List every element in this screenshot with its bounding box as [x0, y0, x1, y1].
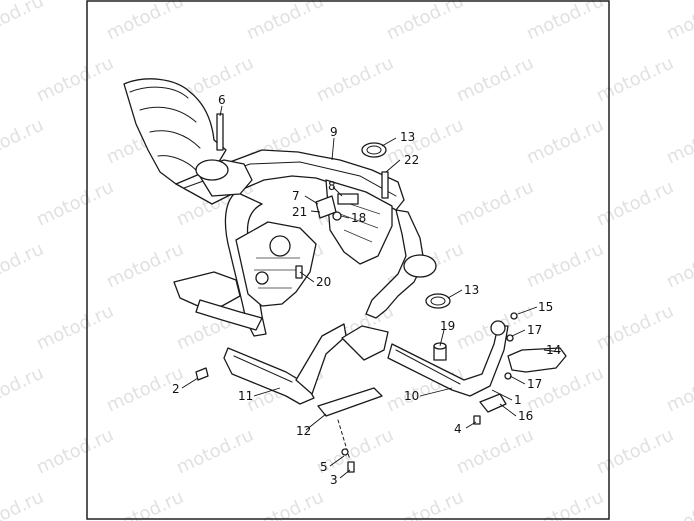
callout-13-lower: 13: [464, 283, 479, 297]
watermark-text: motod.ru: [33, 177, 117, 231]
watermark-text: motod.ru: [0, 115, 47, 169]
watermark-text: motod.ru: [33, 53, 117, 107]
watermark-text: motod.ru: [523, 0, 607, 45]
part-14-footpeg: [507, 347, 567, 373]
callout-21: 21: [292, 205, 307, 219]
bearing-boss: [269, 235, 291, 257]
steering-head: [403, 254, 437, 278]
watermark-text: motod.ru: [593, 301, 677, 355]
watermark-text: motod.ru: [453, 425, 537, 479]
watermark-text: motod.ru: [243, 0, 327, 45]
watermark-text: motod.ru: [313, 53, 397, 107]
part-10-lower-rail: [387, 325, 509, 397]
drawing-border: [86, 0, 610, 520]
watermark-text: motod.ru: [0, 487, 47, 521]
part-2-bolt: [195, 367, 209, 381]
callout-17-lower: 17: [527, 377, 542, 391]
callout-16: 16: [518, 409, 533, 423]
part-13-lower-ring: [425, 293, 451, 309]
callout-1: 1: [514, 393, 522, 407]
callout-5: 5: [320, 460, 328, 474]
watermark-text: motod.ru: [33, 425, 117, 479]
part-13-upper-ring: [361, 142, 387, 158]
part-17-washer-lower: [504, 372, 512, 380]
part-5-washer: [341, 448, 349, 456]
watermark-text: motod.ru: [663, 239, 694, 293]
leader-lines: [181, 105, 561, 479]
watermark-text: motod.ru: [243, 487, 327, 521]
part-15-nut: [510, 312, 518, 320]
part-17-washer-upper: [506, 334, 514, 342]
watermark-text: motod.ru: [663, 487, 694, 521]
part-6-bolt: [216, 113, 224, 151]
callout-3: 3: [330, 473, 338, 487]
swingarm-mount: [173, 271, 241, 307]
part-8-plate: [337, 193, 359, 205]
watermark-text: motod.ru: [523, 115, 607, 169]
callout-6: 6: [218, 93, 226, 107]
callout-18: 18: [351, 211, 366, 225]
frame-illustration: [123, 78, 567, 473]
watermark-text: motod.ru: [173, 425, 257, 479]
callout-22: 22: [404, 153, 419, 167]
watermark-text: motod.ru: [383, 0, 467, 45]
watermark-text: motod.ru: [523, 239, 607, 293]
callout-13-upper: 13: [400, 130, 415, 144]
part-22-stud: [381, 171, 389, 199]
callout-7: 7: [292, 189, 300, 203]
callout-labels: 6 9 13 22 8 7 21 18 20 13 19 15 17 14 17…: [172, 93, 561, 487]
watermark-text: motod.ru: [383, 115, 467, 169]
callout-12: 12: [296, 424, 311, 438]
front-down-tube: [365, 209, 425, 319]
watermark-text: motod.ru: [663, 0, 694, 45]
callout-15: 15: [538, 300, 553, 314]
watermark-text: motod.ru: [33, 301, 117, 355]
callout-4: 4: [454, 422, 462, 436]
part-18-clip: [332, 211, 342, 221]
callout-10: 10: [404, 389, 419, 403]
part-20-bolt: [295, 265, 303, 279]
callout-20: 20: [316, 275, 331, 289]
callout-17-upper: 17: [527, 323, 542, 337]
part-16-clamp: [479, 393, 507, 413]
watermark-text: motod.ru: [0, 239, 47, 293]
watermark-text: motod.ru: [593, 177, 677, 231]
callout-19: 19: [440, 319, 455, 333]
callout-2: 2: [172, 382, 180, 396]
engine-cradle: [235, 221, 317, 307]
watermark-text: motod.ru: [453, 53, 537, 107]
part-3-screw: [347, 461, 355, 473]
watermark-text: motod.ru: [103, 0, 187, 45]
watermark-text: motod.ru: [0, 363, 47, 417]
watermark-text: motod.ru: [593, 53, 677, 107]
watermark-text: motod.ru: [593, 425, 677, 479]
watermark-text: motod.ru: [523, 487, 607, 521]
watermark-text: motod.ru: [663, 115, 694, 169]
watermark-text: motod.ru: [453, 177, 537, 231]
watermark-text: motod.ru: [383, 487, 467, 521]
callout-8: 8: [328, 179, 336, 193]
part-12-crossbar: [317, 387, 383, 417]
watermark-text: motod.ru: [663, 363, 694, 417]
callout-11: 11: [238, 389, 253, 403]
watermark-text: motod.ru: [0, 0, 47, 45]
watermark-text: motod.ru: [103, 487, 187, 521]
callout-9: 9: [330, 125, 338, 139]
callout-14: 14: [546, 343, 561, 357]
